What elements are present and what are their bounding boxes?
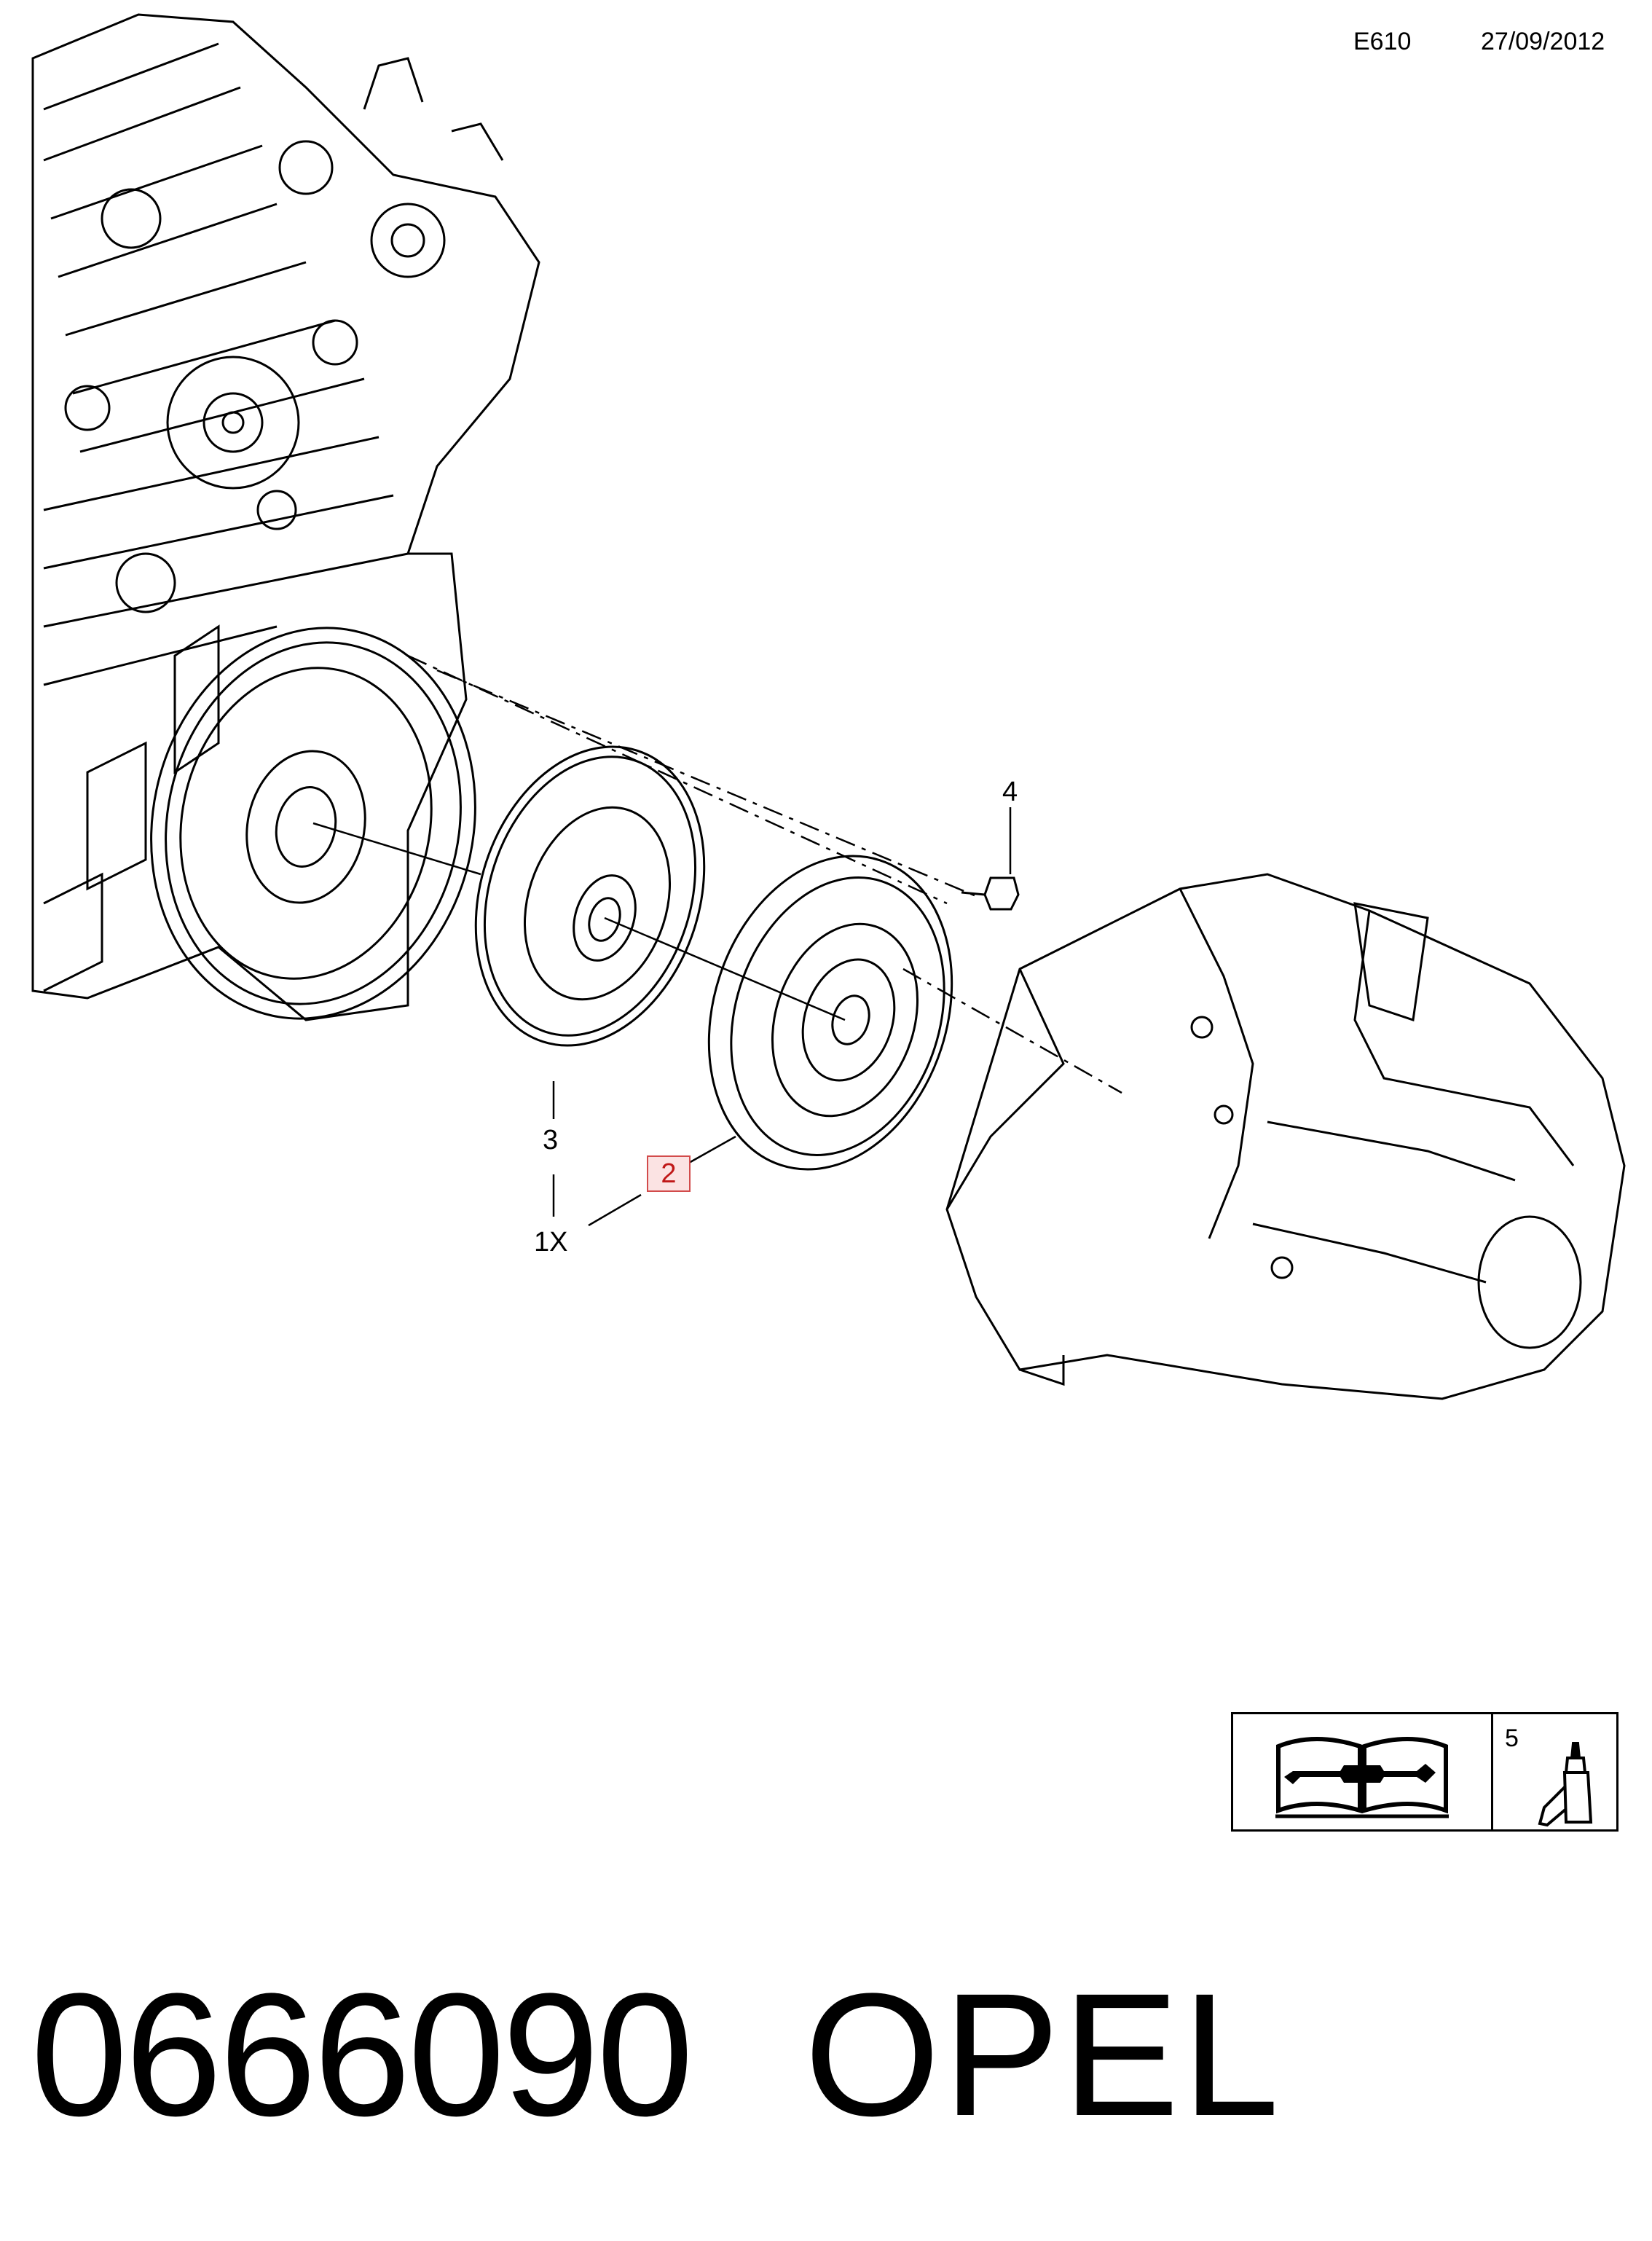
repair-manual-wrench-icon: [1275, 1737, 1449, 1818]
assembly-axis-line: [407, 654, 1122, 1094]
part-number: 0666090: [31, 1957, 693, 2152]
adhesive-tool-cell[interactable]: 5: [1493, 1714, 1616, 1829]
repair-manual-cell[interactable]: [1233, 1714, 1493, 1829]
gearbox-illustration: [945, 873, 1626, 1400]
service-info-box: 5: [1231, 1712, 1618, 1832]
callout-1x[interactable]: 1X: [534, 1227, 568, 1257]
callout-4[interactable]: 4: [1002, 777, 1018, 807]
brand-name: OPEL: [804, 1957, 1283, 2152]
pressure-plate-illustration: [707, 855, 953, 1171]
callout-3[interactable]: 3: [543, 1125, 559, 1155]
tool-number: 5: [1505, 1724, 1519, 1752]
diagram-date: 27/09/2012: [1481, 28, 1605, 55]
bolt-illustration: [961, 876, 1020, 911]
flywheel-illustration: [150, 627, 476, 1020]
callout-2-highlighted[interactable]: 2: [647, 1155, 691, 1192]
engine-block-illustration: [31, 13, 540, 1021]
adhesive-tube-icon: [1538, 1742, 1593, 1827]
diagram-code: E610: [1353, 28, 1412, 55]
clutch-disc-illustration: [474, 745, 706, 1047]
